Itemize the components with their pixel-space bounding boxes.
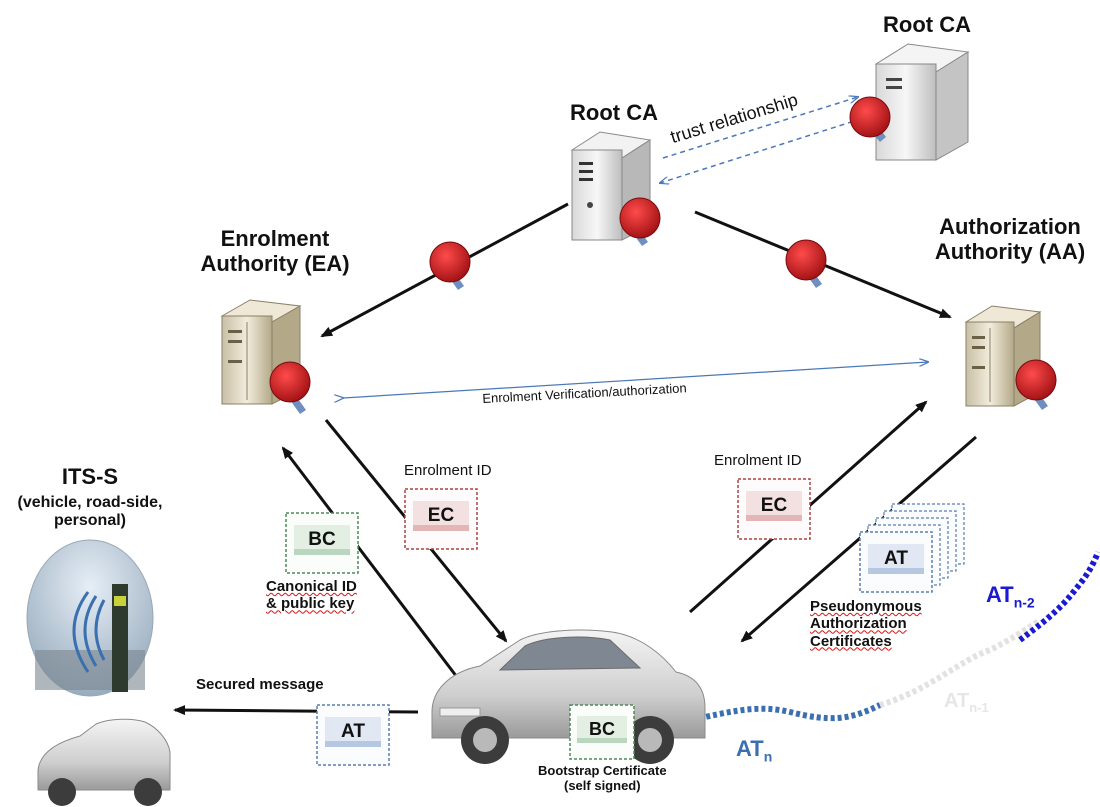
trust-arrow-up	[662, 97, 858, 159]
seal-icon	[849, 96, 891, 142]
at-n-1-trail	[879, 617, 1042, 708]
at-n-label: ATn	[736, 736, 772, 764]
aa-title-line1: Authorization	[939, 214, 1081, 239]
at-certificate-stack-icon: AT	[859, 503, 965, 593]
seal-icon	[619, 197, 661, 246]
arrow-its-to-ea	[281, 446, 465, 686]
aa-title-line2: Authority (AA)	[934, 239, 1086, 265]
its-s-subtitle-line1: (vehicle, road-side,	[17, 494, 163, 511]
arrow-enrolment-verification	[343, 362, 928, 398]
seal-icon	[1015, 359, 1057, 410]
ea-title: Enrolment Authority (EA)	[190, 226, 360, 277]
seal-icon	[785, 239, 827, 288]
pseudonymous-certificates-label: Pseudonymous Authorization Certificates	[810, 598, 922, 650]
root-ca-title: Root CA	[570, 100, 658, 125]
its-s-subtitle-line2: personal)	[53, 512, 126, 530]
seal-icon	[269, 361, 311, 414]
root-ca-right-title: Root CA	[883, 12, 971, 37]
svg-text:EC: EC	[428, 505, 455, 526]
ea-title-line2: Authority (EA)	[200, 251, 350, 277]
its-s-subtitle: (vehicle, road-side, personal)	[4, 494, 176, 531]
pseudonymous-line1: Pseudonymous	[810, 598, 922, 615]
secured-message-label: Secured message	[196, 676, 324, 693]
root-ca-right-server-icon	[874, 43, 970, 161]
at-certificate-icon: AT	[316, 704, 390, 766]
svg-text:BC: BC	[308, 529, 336, 550]
svg-text:BC: BC	[589, 719, 615, 739]
at-n-1-text: AT	[944, 690, 970, 712]
bc-certificate-icon: BC	[569, 704, 635, 760]
pseudonymous-line2: Authorization	[810, 615, 907, 633]
ec-certificate-icon: EC	[404, 488, 478, 550]
roadside-unit-icon	[26, 539, 154, 697]
ea-title-line1: Enrolment	[220, 226, 330, 251]
ec-certificate-icon: EC	[737, 478, 811, 540]
trust-arrow-down	[660, 115, 871, 183]
vehicle-icon	[37, 718, 171, 806]
bootstrap-certificate-label: Bootstrap Certificate (self signed)	[538, 763, 667, 794]
at-n-2-label: ATn-2	[986, 582, 1035, 610]
svg-text:AT: AT	[884, 548, 908, 569]
canonical-id-line2: & public key	[266, 595, 355, 613]
bootstrap-line1: Bootstrap Certificate	[538, 763, 667, 778]
at-n-1-label: ATn-1	[944, 690, 989, 716]
pseudonymous-line3: Certificates	[810, 632, 892, 650]
aa-server-icon	[964, 305, 1042, 407]
at-n-text: AT	[736, 736, 764, 761]
canonical-id-label: Canonical ID & public key	[266, 578, 357, 613]
at-n-2-text: AT	[986, 582, 1014, 607]
canonical-id-line1: Canonical ID	[266, 578, 357, 595]
seal-icon	[429, 241, 471, 290]
aa-title: Authorization Authority (AA)	[925, 214, 1095, 265]
svg-text:EC: EC	[761, 495, 788, 516]
bootstrap-line2: (self signed)	[564, 777, 641, 793]
at-n-2-subscript: n-2	[1013, 594, 1035, 611]
enrolment-id-right-label: Enrolment ID	[714, 452, 802, 469]
enrolment-id-left-label: Enrolment ID	[404, 462, 492, 479]
car-icon	[431, 629, 706, 764]
arrow-aa-to-its	[740, 435, 977, 643]
svg-text:AT: AT	[341, 721, 365, 742]
at-n-1-subscript: n-1	[969, 700, 989, 715]
bc-certificate-icon: BC	[285, 512, 359, 574]
its-s-title: ITS-S	[61, 464, 119, 489]
at-n-subscript: n	[763, 748, 773, 765]
